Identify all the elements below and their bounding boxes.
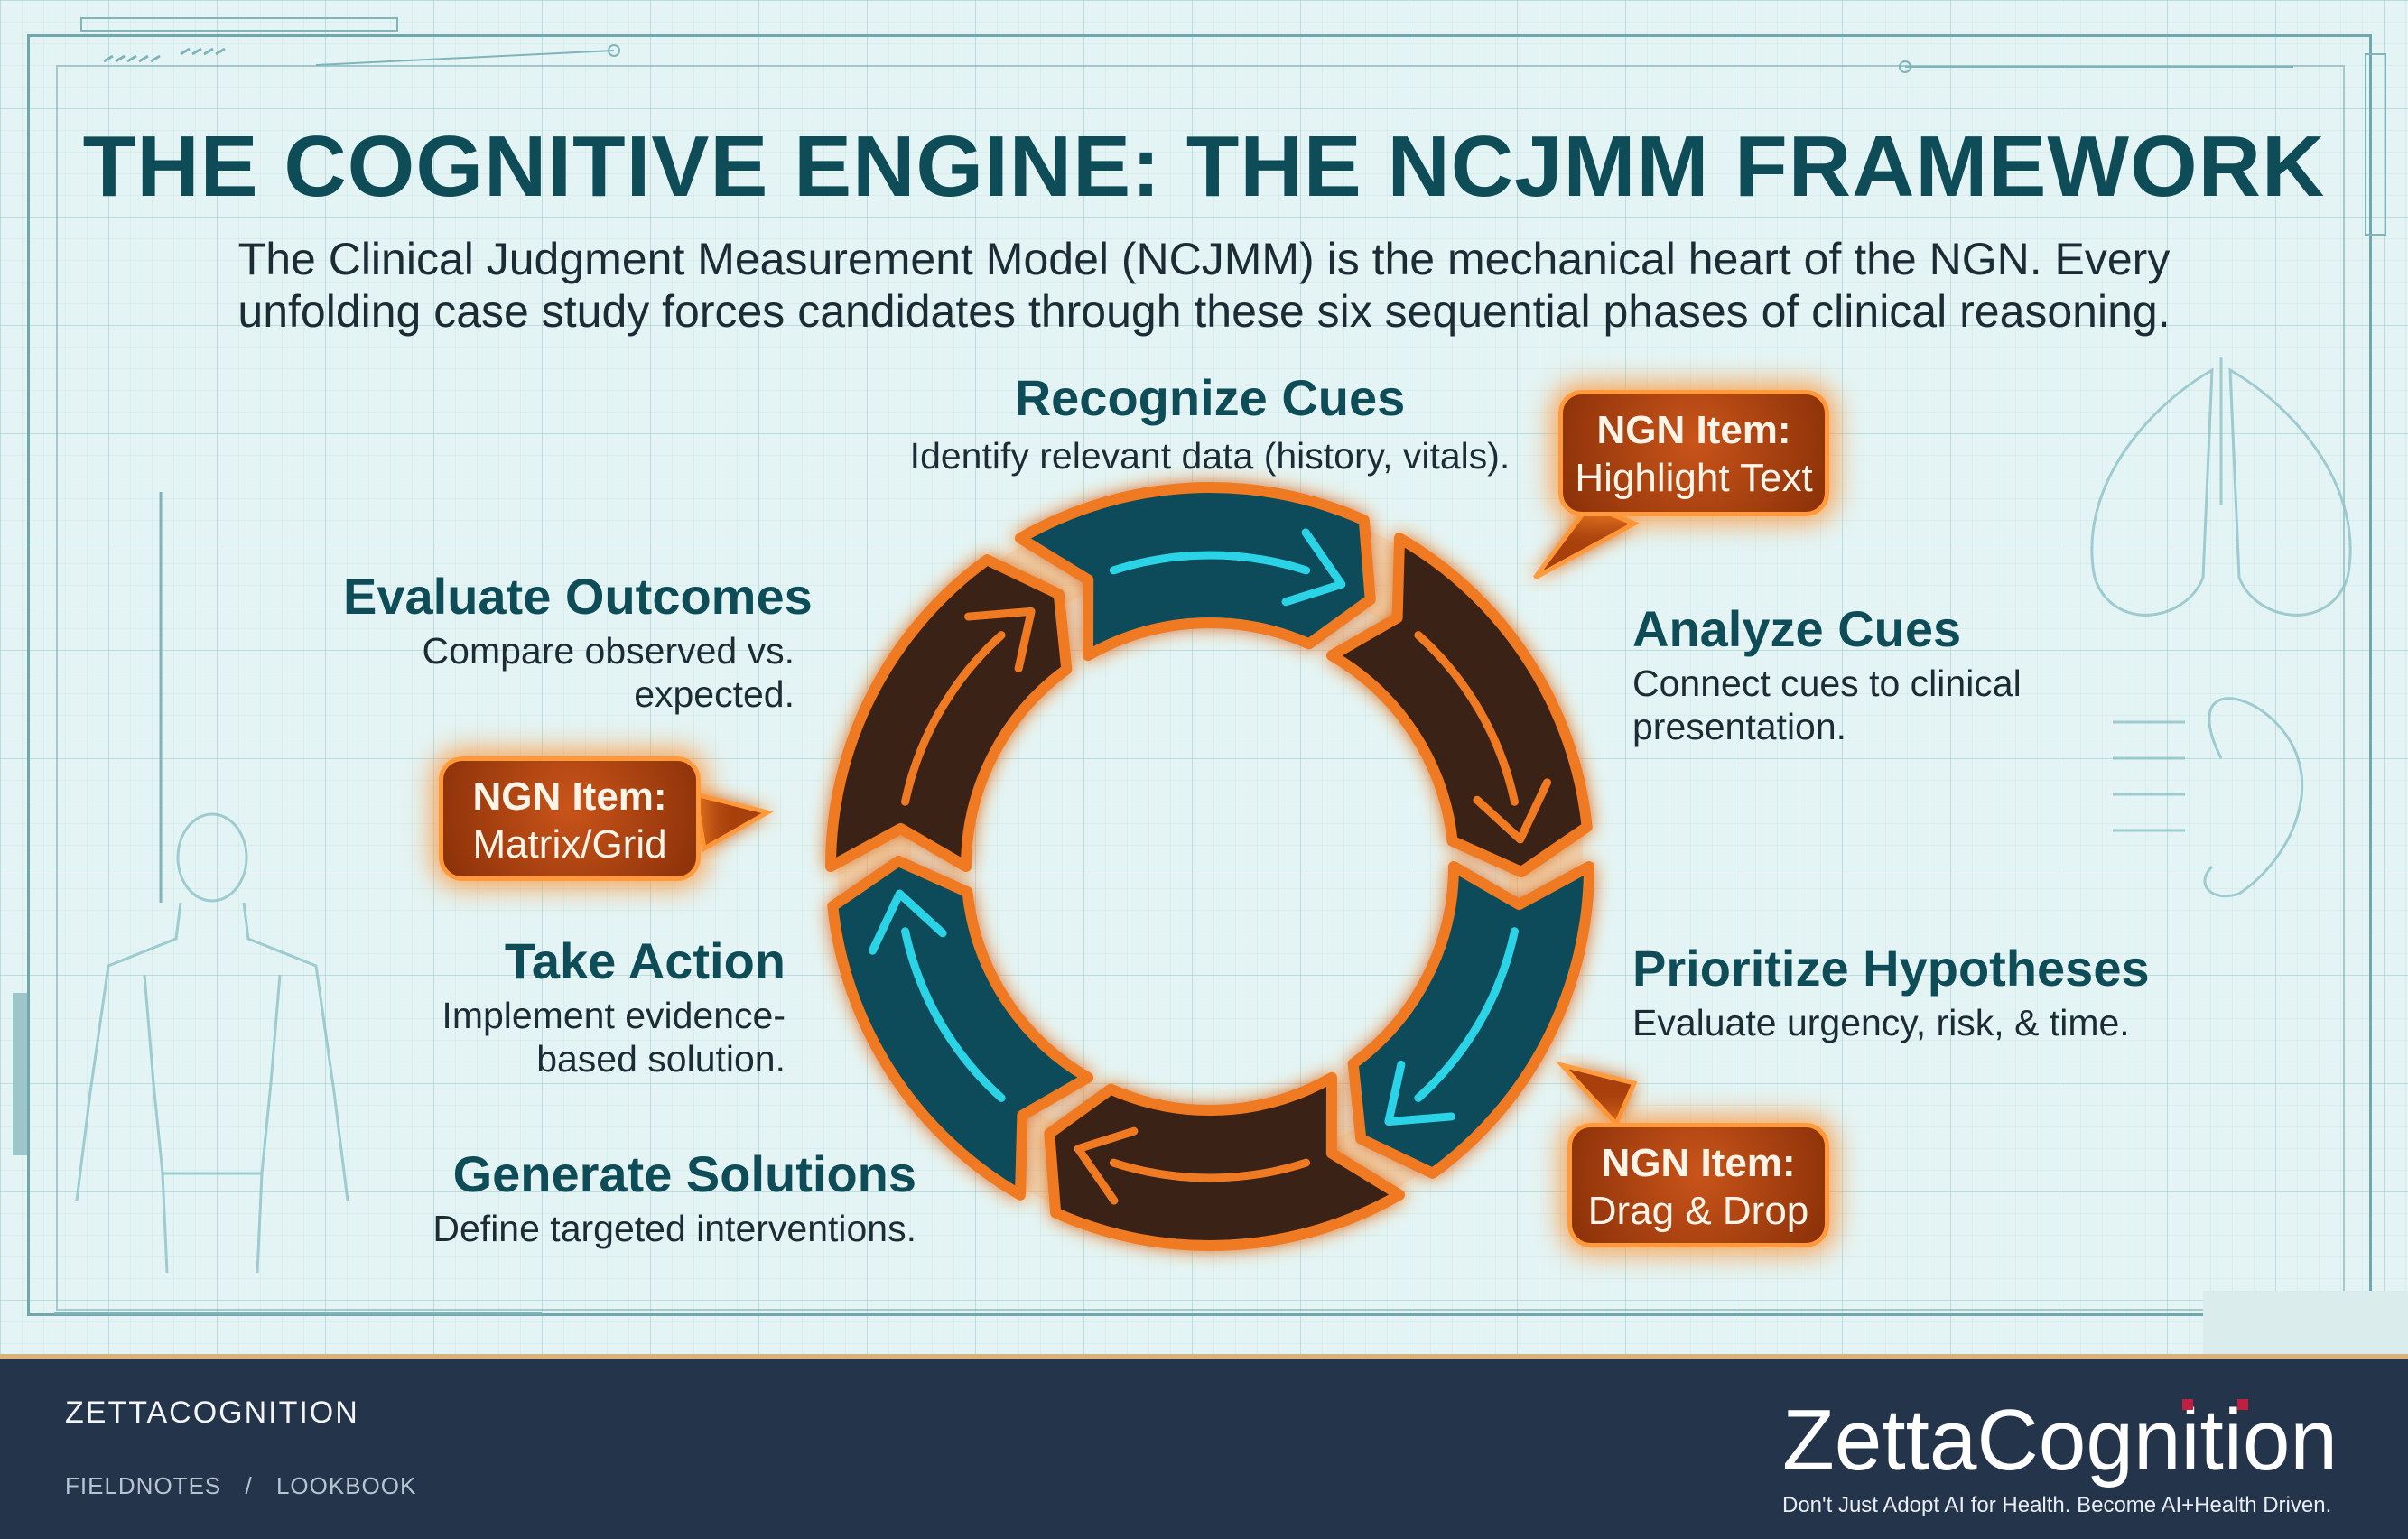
cycle-segment-prioritize (1347, 861, 1594, 1179)
hud-frame-inner (56, 65, 2345, 1311)
phase-description: Compare observed vs. expected. (422, 630, 795, 715)
cycle-arrow-line-evaluate (901, 631, 1006, 806)
ngn-item-label: NGN Item: (1601, 1141, 1796, 1185)
cycle-arrow-line-take-action (901, 927, 1006, 1102)
phase-take-action: Take Action Implement evidence-based sol… (397, 932, 786, 1080)
ncjmm-cycle-diagram (825, 482, 1594, 1251)
cycle-arrowhead-generate (1074, 1126, 1139, 1205)
ngn-item-highlight-text: NGN Item: Highlight Text (1558, 390, 1829, 516)
cycle-arrowhead-recognize (1281, 528, 1346, 607)
phase-heading: Analyze Cues (1632, 600, 1962, 657)
phase-evaluate-outcomes: Evaluate Outcomes Compare observed vs. e… (343, 567, 813, 716)
phase-description: Identify relevant data (history, vitals)… (909, 435, 1511, 477)
phase-recognize-cues: Recognize Cues Identify relevant data (h… (813, 368, 1607, 477)
logo-tagline: Don't Just Adopt AI for Health. Become A… (1782, 1493, 2332, 1517)
phase-description: Implement evidence-based solution. (442, 995, 786, 1080)
cycle-segment-recognize (1015, 482, 1376, 662)
cycle-arrow-line-prioritize (1414, 927, 1519, 1102)
phase-description: Define targeted interventions. (432, 1208, 916, 1249)
cycle-arrowhead-prioritize (1384, 1060, 1455, 1126)
phase-heading: Take Action (504, 932, 786, 989)
ngn-item-matrix-grid: NGN Item: Matrix/Grid (439, 756, 701, 881)
hud-decoration (13, 17, 2386, 1315)
footer-brand[interactable]: ZETTACOGNITION (65, 1395, 359, 1430)
logo-text: ZettaCognition (1782, 1392, 2338, 1488)
phase-heading: Generate Solutions (452, 1145, 916, 1202)
page-subtitle: The Clinical Judgment Measurement Model … (237, 234, 2171, 337)
infographic-canvas: THE COGNITIVE ENGINE: THE NCJMM FRAMEWOR… (0, 0, 2408, 1354)
hud-frame (27, 34, 2372, 1316)
cycle-chevrons (868, 528, 1552, 1205)
cycle-arrow-line-recognize (1109, 551, 1311, 575)
cycle-arrow-line-generate (1109, 1158, 1311, 1182)
cycle-arrow-line-analyze (1414, 631, 1519, 806)
cycle-arrowhead-evaluate (964, 607, 1036, 673)
phase-description: Evaluate urgency, risk, & time. (1632, 1002, 2130, 1043)
logo-wordmark: ZettaCognition (1782, 1392, 2338, 1488)
breadcrumb-separator: / (245, 1472, 253, 1499)
cycle-segment-analyze (1326, 533, 1593, 878)
phase-heading: Recognize Cues (1014, 369, 1406, 426)
zettacognition-logo[interactable]: ZettaCognition Don't Just Adopt AI for H… (1779, 1386, 2348, 1522)
ngn-item-drag-drop: NGN Item: Drag & Drop (1567, 1123, 1829, 1247)
cycle-segment-generate (1044, 1071, 1405, 1251)
site-footer: ZETTACOGNITION FIELDNOTES / LOOKBOOK Zet… (0, 1354, 2408, 1539)
ngn-item-label: NGN Item: (1596, 408, 1791, 452)
breadcrumb-fieldnotes[interactable]: FIELDNOTES (65, 1472, 222, 1499)
phase-description: Connect cues to clinical presentation. (1632, 663, 2022, 747)
ngn-item-value: Matrix/Grid (472, 822, 667, 867)
bubble-tails (692, 502, 1640, 1128)
phase-prioritize-hypotheses: Prioritize Hypotheses Evaluate urgency, … (1632, 939, 2174, 1044)
phase-generate-solutions: Generate Solutions Define targeted inter… (397, 1145, 916, 1250)
ngn-item-value: Highlight Text (1575, 456, 1813, 500)
phase-heading: Prioritize Hypotheses (1632, 940, 2150, 997)
cycle-segment-evaluate (825, 554, 1073, 872)
breadcrumb-lookbook[interactable]: LOOKBOOK (275, 1472, 417, 1499)
ngn-item-value: Drag & Drop (1587, 1189, 1809, 1233)
cycle-segment-take-action (827, 855, 1093, 1201)
page-title: THE COGNITIVE ENGINE: THE NCJMM FRAMEWOR… (82, 118, 2326, 215)
phase-analyze-cues: Analyze Cues Connect cues to clinical pr… (1632, 599, 2102, 748)
cycle-arrowhead-take-action (868, 889, 947, 955)
cycle-segments (825, 482, 1594, 1251)
phase-heading: Evaluate Outcomes (343, 568, 813, 625)
breadcrumb: FIELDNOTES / LOOKBOOK (65, 1472, 432, 1500)
cycle-arrowhead-analyze (1473, 778, 1552, 844)
ngn-item-label: NGN Item: (472, 774, 667, 819)
